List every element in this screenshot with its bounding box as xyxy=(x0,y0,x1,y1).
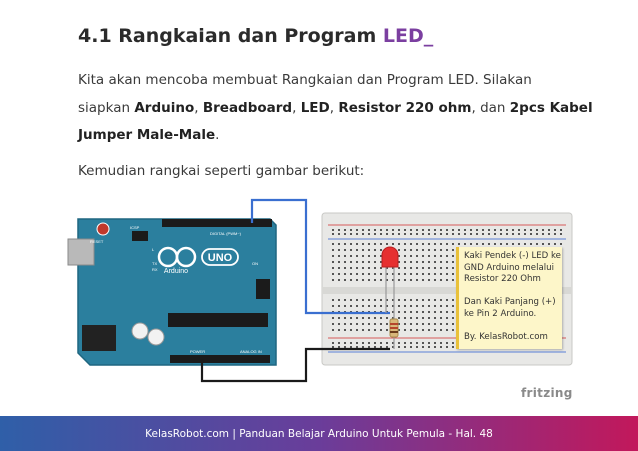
note-line xyxy=(464,320,557,332)
note-line: Resistor 220 Ohm xyxy=(464,274,541,284)
wire-pin2 xyxy=(250,198,390,315)
capacitor-2 xyxy=(147,328,165,346)
power-label: POWER xyxy=(190,349,205,354)
power-analog-header xyxy=(170,355,270,363)
led xyxy=(381,246,399,268)
analog-label: ANALOG IN xyxy=(240,349,262,354)
page-title: 4.1 Rangkaian dan Program LED_ xyxy=(78,25,433,47)
brand-label: Arduino xyxy=(164,268,188,275)
title-text: 4.1 Rangkaian dan Program xyxy=(78,25,377,47)
wire-gnd xyxy=(200,347,390,383)
item-breadboard: Breadboard xyxy=(202,100,293,116)
note-line: ke Pin 2 Arduino. xyxy=(464,308,537,319)
fritzing-watermark: fritzing xyxy=(521,386,573,400)
item-led: LED xyxy=(300,100,330,116)
icsp2-header xyxy=(256,279,270,299)
digital-label: DIGITAL (PWM~) xyxy=(210,231,242,236)
on-label: ON xyxy=(252,261,258,266)
annotation-note: Kaki Pendek (-) LED ke GND Arduino melal… xyxy=(456,247,562,349)
icsp-header xyxy=(132,231,148,241)
microcontroller-chip xyxy=(168,313,268,327)
paragraph-line-2: siapkan Arduino, Breadboard, LED, Resist… xyxy=(78,100,593,116)
icsp-label: ICSP xyxy=(130,225,140,230)
uno-label: UNO xyxy=(208,252,233,264)
rx-label: RX xyxy=(152,267,158,272)
tx-label: TX xyxy=(152,261,157,266)
logo-loop-right xyxy=(175,246,197,268)
item-resistor: Resistor 220 ohm xyxy=(338,100,472,116)
reset-label: RESET xyxy=(90,239,104,244)
text-dan: dan xyxy=(480,100,506,116)
item-arduino: Arduino xyxy=(134,100,195,116)
note-line xyxy=(464,286,557,298)
note-line: Kaki Pendek (-) LED ke xyxy=(464,251,561,261)
text-period: . xyxy=(215,127,220,143)
capacitor-1 xyxy=(131,322,149,340)
footer-bar: KelasRobot.com | Panduan Belajar Arduino… xyxy=(0,416,638,451)
circuit-figure: UNO Arduino RESET DIGITAL (PWM~) ANALOG … xyxy=(60,195,580,405)
title-accent: LED_ xyxy=(382,25,434,47)
digital-header xyxy=(162,219,272,227)
footer-text: KelasRobot.com | Panduan Belajar Arduino… xyxy=(145,428,493,440)
reset-button xyxy=(96,222,110,236)
power-jack xyxy=(82,325,116,351)
text-siapkan: siapkan xyxy=(78,100,131,116)
note-line: GND Arduino melalui xyxy=(464,262,554,273)
paragraph-2: Kemudian rangkai seperti gambar berikut: xyxy=(78,163,365,179)
item-cable-a: 2pcs Kabel xyxy=(509,100,593,116)
item-cable-b: Jumper Male-Male xyxy=(78,127,216,143)
uno-badge xyxy=(201,248,239,266)
note-line: Dan Kaki Panjang (+) xyxy=(464,297,556,307)
l-label: L xyxy=(152,247,155,252)
note-line: By. KelasRobot.com xyxy=(464,331,548,342)
usb-port xyxy=(67,238,95,266)
paragraph-line-1: Kita akan mencoba membuat Rangkaian dan … xyxy=(78,72,532,88)
paragraph-line-3: Jumper Male-Male. xyxy=(78,127,219,143)
